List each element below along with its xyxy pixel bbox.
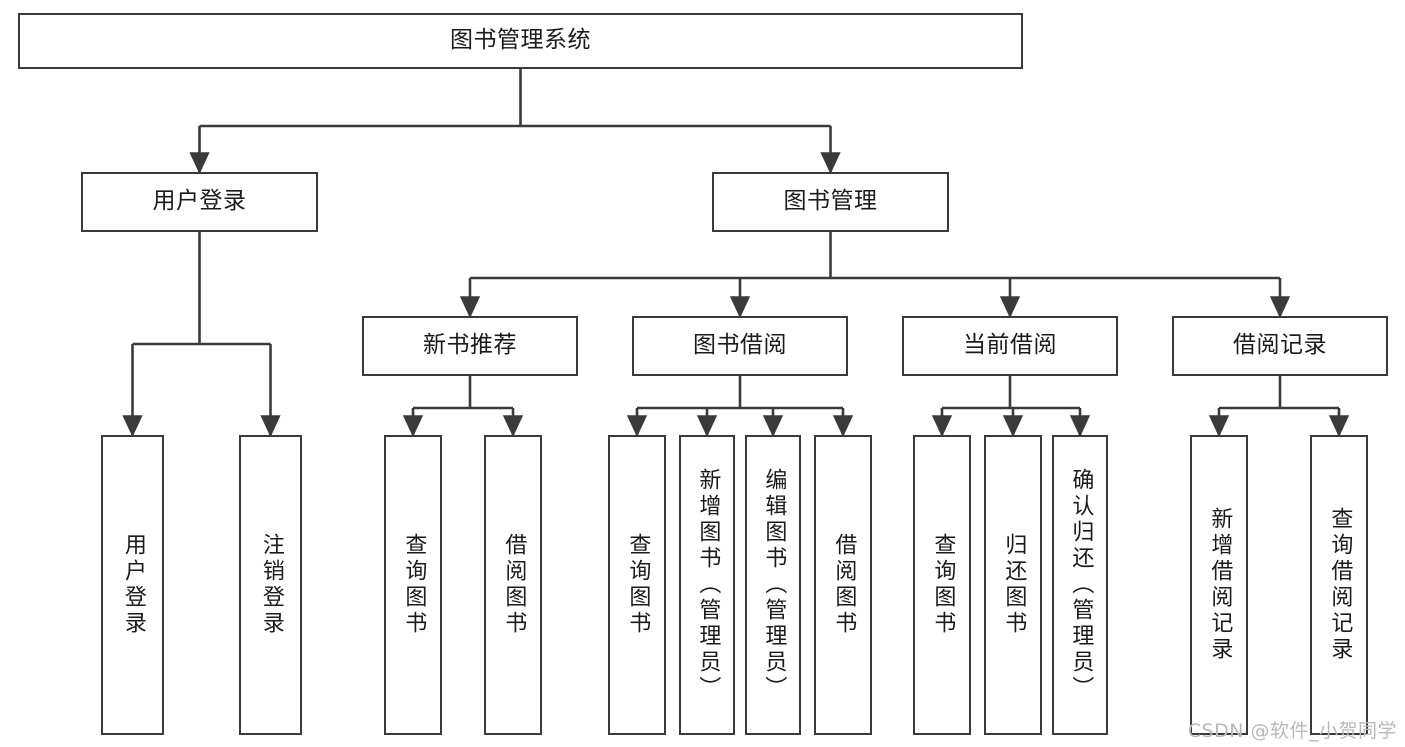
node-leaf-query-book-2-label: 查询图书 bbox=[625, 533, 651, 637]
node-leaf-add-book-label: 新增图书（管理员） bbox=[695, 468, 721, 702]
node-root-label: 图书管理系统 bbox=[450, 27, 591, 54]
node-leaf-borrow-book-2[interactable]: 借阅图书 bbox=[814, 435, 872, 735]
node-leaf-add-record-label: 新增借阅记录 bbox=[1207, 507, 1233, 663]
csdn-watermark: CSDN @软件_小贺同学 bbox=[1187, 720, 1397, 742]
node-leaf-query-book-3[interactable]: 查询图书 bbox=[913, 435, 971, 735]
node-leaf-add-book[interactable]: 新增图书（管理员） bbox=[679, 435, 735, 735]
node-leaf-borrow-book-1[interactable]: 借阅图书 bbox=[484, 435, 542, 735]
node-leaf-user-logout[interactable]: 注销登录 bbox=[239, 435, 302, 735]
node-leaf-confirm-return-label: 确认归还（管理员） bbox=[1068, 468, 1094, 702]
node-leaf-edit-book-label: 编辑图书（管理员） bbox=[761, 468, 787, 702]
node-borrow-record-label: 借阅记录 bbox=[1233, 332, 1327, 359]
node-leaf-user-login[interactable]: 用户登录 bbox=[101, 435, 164, 735]
node-leaf-return-book[interactable]: 归还图书 bbox=[984, 435, 1042, 735]
node-leaf-return-book-label: 归还图书 bbox=[1001, 533, 1027, 637]
node-user-login-label: 用户登录 bbox=[152, 188, 247, 215]
node-book-manage-label: 图书管理 bbox=[783, 188, 878, 215]
node-leaf-user-login-label: 用户登录 bbox=[120, 533, 146, 637]
node-leaf-add-record[interactable]: 新增借阅记录 bbox=[1190, 435, 1248, 735]
node-leaf-query-book-2[interactable]: 查询图书 bbox=[608, 435, 666, 735]
node-new-book-recommend-label: 新书推荐 bbox=[423, 332, 517, 359]
node-leaf-query-book-3-label: 查询图书 bbox=[930, 533, 956, 637]
node-leaf-edit-book[interactable]: 编辑图书（管理员） bbox=[745, 435, 801, 735]
node-leaf-user-logout-label: 注销登录 bbox=[258, 533, 284, 637]
node-leaf-confirm-return[interactable]: 确认归还（管理员） bbox=[1052, 435, 1108, 735]
node-leaf-borrow-book-2-label: 借阅图书 bbox=[831, 533, 857, 637]
node-leaf-query-book-1-label: 查询图书 bbox=[401, 533, 427, 637]
node-current-borrow[interactable]: 当前借阅 bbox=[902, 316, 1118, 376]
node-leaf-query-record-label: 查询借阅记录 bbox=[1327, 507, 1353, 663]
node-current-borrow-label: 当前借阅 bbox=[963, 332, 1057, 359]
node-user-login[interactable]: 用户登录 bbox=[81, 172, 318, 232]
node-root[interactable]: 图书管理系统 bbox=[18, 13, 1023, 69]
node-book-borrow-label: 图书借阅 bbox=[693, 332, 787, 359]
node-leaf-query-record[interactable]: 查询借阅记录 bbox=[1310, 435, 1368, 735]
node-borrow-record[interactable]: 借阅记录 bbox=[1172, 316, 1388, 376]
node-leaf-query-book-1[interactable]: 查询图书 bbox=[384, 435, 442, 735]
node-new-book-recommend[interactable]: 新书推荐 bbox=[362, 316, 578, 376]
node-book-borrow[interactable]: 图书借阅 bbox=[632, 316, 848, 376]
node-leaf-borrow-book-1-label: 借阅图书 bbox=[501, 533, 527, 637]
node-book-manage[interactable]: 图书管理 bbox=[712, 172, 949, 232]
